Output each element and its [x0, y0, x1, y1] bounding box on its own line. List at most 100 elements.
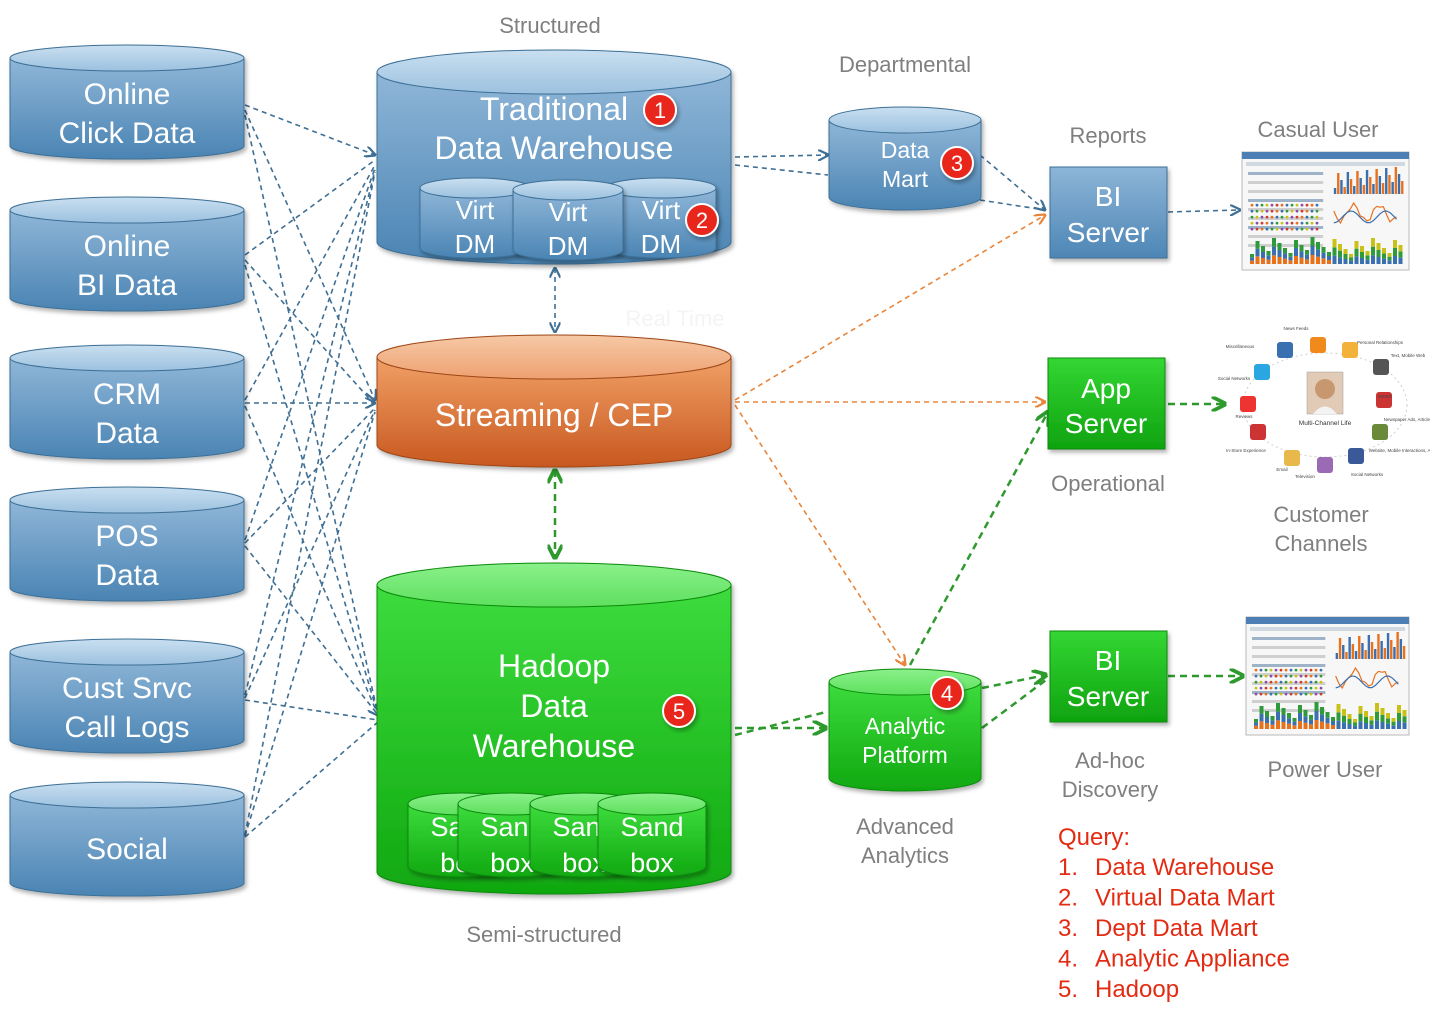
dashboard-stack: [1347, 714, 1352, 719]
badge-1-text: 1: [654, 98, 666, 123]
dashboard-stack: [1325, 723, 1330, 729]
source-social-label: Social: [86, 833, 168, 866]
dashboard-dot: [1270, 203, 1274, 207]
dashboard-dot: [1295, 209, 1299, 213]
dashboard-dot: [1265, 203, 1269, 207]
dashboard-stack: [1353, 719, 1357, 723]
dashboard-dot: [1259, 692, 1263, 696]
dashboard-bar: [1335, 653, 1339, 659]
virt-dm-2-line-2: DM: [641, 229, 681, 259]
source-crm: [9, 344, 245, 460]
dashboard-stack: [1331, 717, 1335, 721]
dashboard-dot: [1289, 674, 1293, 678]
dashboard-stack: [1369, 716, 1374, 721]
dashboard-stack: [1250, 260, 1254, 264]
dashboard-stack: [1327, 260, 1331, 264]
data-mart-line-2: Mart: [882, 166, 929, 192]
dashboard-stack: [1276, 703, 1280, 712]
dashboard-stack: [1283, 258, 1287, 264]
app-server-line-1: App: [1081, 373, 1131, 404]
connector: [734, 404, 905, 665]
dashboard-bar: [1343, 187, 1346, 194]
dashboard-stack: [1265, 717, 1269, 723]
dashboard-stack: [1305, 259, 1309, 264]
dashboard-stack: [1402, 716, 1407, 723]
bi-server-top-line-2: Server: [1067, 217, 1149, 248]
real-time-label: Real Time: [625, 306, 724, 331]
virt-dm-2-line-1: Virt: [642, 195, 681, 225]
badge-3: 3: [940, 146, 974, 180]
source-cust-srvc: [9, 638, 245, 754]
bi-server-top-line-1: BI: [1095, 181, 1121, 212]
dashboard-dot: [1255, 203, 1259, 207]
dashboard-titlebar: [1246, 617, 1409, 624]
dashboard-dot: [1250, 209, 1254, 213]
dashboard-stack: [1277, 243, 1282, 250]
dashboard-bar: [1367, 635, 1371, 659]
dashboard-dot: [1315, 221, 1319, 225]
dashboard-stack: [1387, 256, 1392, 261]
dashboard-dot: [1260, 203, 1264, 207]
dashboard-row: [1248, 235, 1324, 238]
streaming-label: Streaming / CEP: [435, 397, 673, 433]
dashboard-dot: [1310, 215, 1314, 219]
connector-lines: [244, 104, 1243, 838]
dashboard-stack: [1277, 250, 1282, 257]
dashboard-stack: [1386, 723, 1390, 729]
dashboard-bar: [1377, 634, 1380, 659]
dashboard-stack: [1397, 721, 1401, 729]
dashboard-dot: [1295, 221, 1299, 225]
dashboard-dot: [1264, 674, 1268, 678]
dashboard-stack: [1325, 717, 1330, 724]
dashboard-stack: [1254, 722, 1258, 726]
dashboard-dot: [1269, 686, 1273, 690]
dashboard-stack: [1358, 721, 1363, 729]
multichannel-item-label: Miscellaneous: [1226, 344, 1255, 349]
adhoc-discovery-line-1: Ad-hoc: [1075, 748, 1145, 773]
dashboard-dot: [1254, 668, 1258, 672]
dashboard-line: [1335, 675, 1399, 689]
dashboard-stack: [1327, 256, 1331, 260]
dashboard-stack: [1393, 240, 1397, 248]
data-mart: [828, 106, 982, 211]
connector: [244, 405, 379, 716]
dashboard-stack: [1320, 721, 1324, 729]
dashboard-dot: [1294, 692, 1298, 696]
dashboard-dot: [1279, 680, 1283, 684]
dashboard-stack: [1288, 260, 1293, 264]
hadoop-line-3: Warehouse: [473, 728, 635, 764]
person-face: [1315, 379, 1335, 399]
connector: [244, 264, 379, 716]
hadoop-line-1: Hadoop: [498, 648, 610, 684]
dashboard-dot: [1289, 686, 1293, 690]
dashboard-line: [1333, 210, 1397, 224]
dashboard-stack: [1309, 719, 1313, 725]
source-online-bi-line-2: BI Data: [77, 269, 177, 302]
dashboard-row: [1252, 673, 1326, 676]
dashboard-toolbar: [1250, 627, 1405, 631]
dashboard-dot: [1260, 215, 1264, 219]
dashboard-stack: [1310, 255, 1315, 264]
multichannel-item-label: Social Networks: [1351, 472, 1384, 477]
query-item-number: 1.: [1058, 854, 1078, 881]
email-icon: [1284, 450, 1300, 466]
dashboard-stack: [1382, 253, 1386, 259]
dashboard-stack: [1272, 255, 1276, 264]
dashboard-dot: [1305, 221, 1309, 225]
connector: [244, 721, 379, 838]
dashboard-stack: [1358, 713, 1363, 722]
dashboard-dot: [1265, 221, 1269, 225]
dashboard-stack: [1342, 715, 1346, 723]
dashboard-dot: [1290, 215, 1294, 219]
sandbox-2-line-2: box: [490, 848, 534, 878]
dashboard-stack: [1332, 247, 1337, 256]
phone-icon: [1373, 359, 1389, 375]
dashboard-stack: [1316, 249, 1320, 257]
sandbox-4: [597, 792, 707, 878]
dashboard-dot: [1310, 209, 1314, 213]
dashboard-stack: [1387, 253, 1392, 257]
dashboard-dot: [1264, 680, 1268, 684]
dashboard-stack: [1386, 718, 1390, 724]
dashboard-stack: [1265, 723, 1269, 729]
